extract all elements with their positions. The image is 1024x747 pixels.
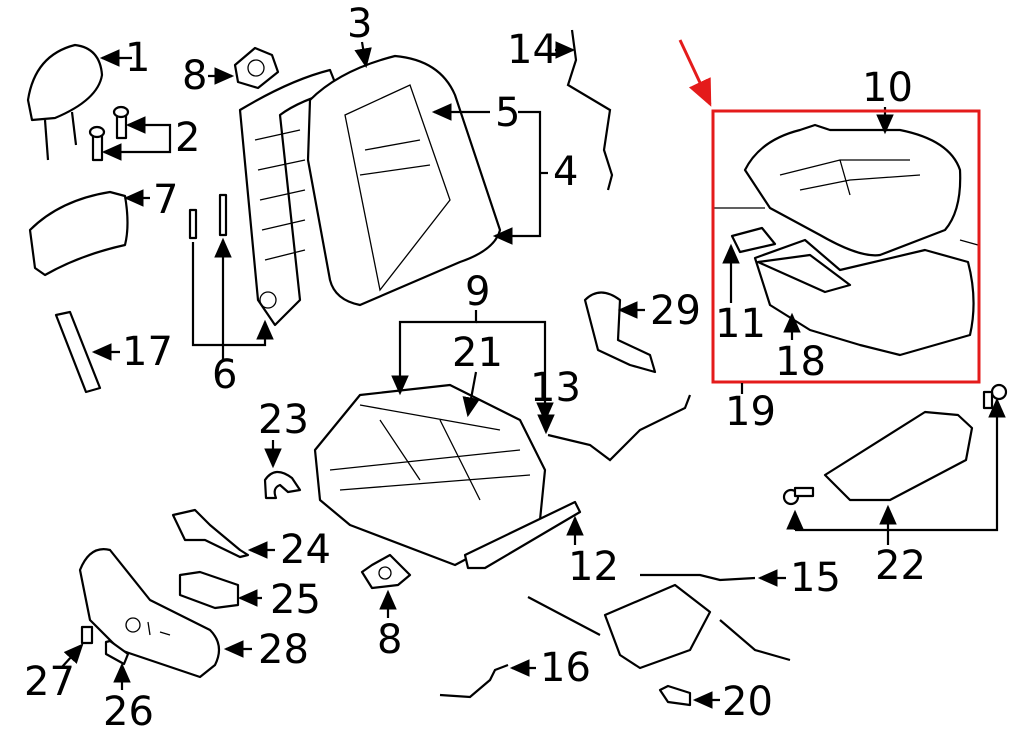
callout-12: 12 — [568, 544, 619, 590]
callout-19: 19 — [725, 389, 776, 435]
lower-recliner-part[interactable] — [360, 553, 412, 590]
callout-17: 17 — [122, 329, 173, 375]
callout-24: 24 — [280, 527, 331, 573]
leader-27 — [61, 643, 84, 668]
inner-bracket-part[interactable] — [171, 508, 250, 559]
headrest-part[interactable] — [26, 43, 104, 161]
callout-9: 9 — [465, 269, 491, 315]
seat-harness-part[interactable] — [527, 573, 791, 670]
leader-21 — [462, 371, 480, 418]
highlight-arrow — [678, 39, 712, 107]
recliner-cover-part[interactable] — [233, 46, 280, 90]
callout-16: 16 — [540, 645, 591, 691]
highlight-box — [711, 109, 981, 384]
callout-4: 4 — [553, 149, 579, 195]
callout-22: 22 — [875, 543, 926, 589]
leader-2 — [125, 116, 172, 135]
callout-29: 29 — [650, 288, 701, 334]
callout-20: 20 — [722, 679, 773, 725]
upper-harness-part[interactable] — [566, 29, 614, 191]
callout-5: 5 — [495, 90, 521, 136]
seat-cushion-group[interactable] — [730, 123, 975, 357]
outer-shield-part[interactable] — [78, 548, 221, 679]
callout-3: 3 — [347, 1, 373, 47]
small-knob-part[interactable] — [80, 625, 94, 645]
callout-8-top: 8 — [182, 53, 208, 99]
callout-26: 26 — [103, 689, 154, 735]
callout-23: 23 — [258, 397, 309, 443]
trim-strip-part[interactable] — [54, 310, 102, 394]
callout-13: 13 — [530, 365, 581, 411]
side-shield-part[interactable] — [782, 383, 1008, 506]
connector-clip-part[interactable] — [658, 684, 692, 707]
callout-27: 27 — [24, 659, 75, 705]
callout-1: 1 — [125, 35, 151, 81]
callout-2: 2 — [175, 115, 201, 161]
leader-6 — [191, 242, 274, 347]
leader-9 — [391, 310, 478, 396]
callout-11: 11 — [715, 301, 766, 347]
track-cover-part[interactable] — [463, 500, 582, 570]
harness-13-part[interactable] — [547, 394, 692, 462]
callout-15: 15 — [790, 555, 841, 601]
seat-switch-part[interactable] — [178, 570, 240, 610]
springs-part[interactable] — [188, 193, 228, 240]
callout-28: 28 — [258, 627, 309, 673]
callout-21: 21 — [452, 330, 503, 376]
leader-3 — [354, 41, 372, 69]
hinge-cover-part[interactable] — [263, 470, 302, 500]
callout-18: 18 — [775, 339, 826, 385]
belt-guide-part[interactable] — [583, 291, 657, 374]
trim-panel-part[interactable] — [28, 190, 129, 277]
switch-knob-part[interactable] — [104, 639, 130, 666]
seat-back-cushion-part[interactable] — [306, 54, 502, 307]
callout-14: 14 — [507, 27, 558, 73]
callout-6: 6 — [212, 352, 238, 398]
callout-8-bottom: 8 — [377, 617, 403, 663]
callout-25: 25 — [270, 577, 321, 623]
callout-7: 7 — [153, 177, 179, 223]
sub-harness-part[interactable] — [439, 663, 509, 699]
callout-10: 10 — [862, 65, 913, 111]
